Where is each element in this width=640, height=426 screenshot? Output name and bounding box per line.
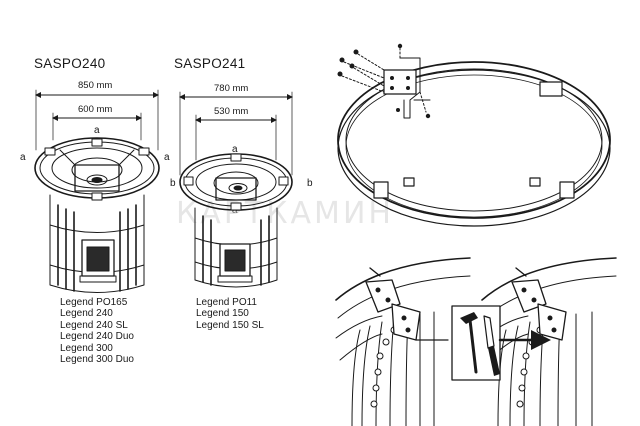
- right-inner-dim: 530 mm: [214, 106, 249, 117]
- left-inner-dim: 600 mm: [78, 104, 113, 115]
- right-marker-a-outer: a: [164, 152, 170, 163]
- watermark: КАРТКАМИН: [176, 196, 394, 231]
- left-outer-dim: 850 mm: [78, 80, 113, 91]
- model-name: Legend 240 SL: [60, 319, 128, 331]
- right-unit-title: SASPO241: [174, 56, 246, 71]
- model-name: Legend 300: [60, 342, 113, 354]
- right-marker-a-top: a: [232, 144, 238, 155]
- right-marker-b-right: b: [307, 178, 313, 189]
- guard-ring-assembly: [337, 43, 611, 227]
- left-model-list: Legend PO165 Legend 240 Legend 240 SL Le…: [60, 297, 134, 365]
- model-name: Legend PO11: [196, 297, 257, 308]
- model-name: Legend 300 Duo: [60, 354, 134, 366]
- model-name: Legend 240 Duo: [60, 331, 134, 343]
- right-stove-drawing: [179, 91, 293, 288]
- right-model-list: Legend PO11 Legend 150 Legend 150 SL: [196, 297, 264, 331]
- hammer-icon: [460, 312, 478, 374]
- tools-callout: [415, 305, 551, 381]
- screw-icon: [337, 43, 431, 119]
- detail-view-left: [335, 257, 471, 426]
- left-stove-drawing: [34, 89, 160, 293]
- model-name: Legend PO165: [60, 297, 128, 308]
- model-name: Legend 150: [196, 308, 249, 320]
- right-marker-b-left: b: [170, 178, 176, 189]
- model-name: Legend 240: [60, 308, 113, 320]
- detail-view-right: [481, 257, 617, 426]
- model-name: Legend 150 SL: [196, 319, 264, 331]
- right-outer-dim: 780 mm: [214, 83, 249, 94]
- left-marker-a-outer: a: [20, 152, 26, 163]
- left-unit-title: SASPO240: [34, 56, 106, 71]
- left-marker-a-top: a: [94, 125, 100, 136]
- chisel-icon: [483, 315, 500, 376]
